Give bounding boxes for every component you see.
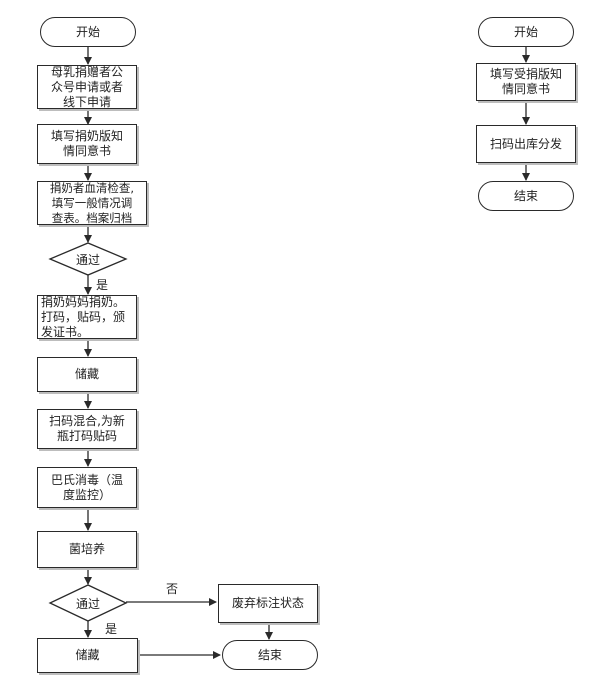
decision2-label: 通过 bbox=[75, 597, 100, 611]
left-step8-culture: 菌培养 bbox=[37, 531, 137, 568]
left-step2-consent-form: 填写捐奶版知 情同意书 bbox=[37, 124, 137, 164]
left-step6-scan-mix: 扫码混合,为新 瓶打码贴码 bbox=[37, 409, 137, 449]
decision2-diamond bbox=[48, 584, 128, 622]
left-start-terminal: 开始 bbox=[40, 17, 136, 47]
right-step1-consent-form: 填写受捐版知 情同意书 bbox=[476, 63, 576, 101]
left-step4-donate: 捐奶妈妈捐奶。 打码，贴码，颁 发证书。 bbox=[37, 295, 137, 339]
left-step3-serum-check: 捐奶者血清检查, 填写一般情况调 查表。档案归档 bbox=[37, 181, 147, 225]
decision1-diamond bbox=[48, 242, 128, 276]
right-start-terminal: 开始 bbox=[478, 17, 574, 47]
decision2-yes-label: 是 bbox=[105, 622, 118, 636]
left-end-terminal: 结束 bbox=[222, 640, 318, 670]
right-end-terminal: 结束 bbox=[478, 181, 574, 211]
left-step1-apply: 母乳捐赠者公 众号申请或者 线下申请 bbox=[37, 65, 137, 109]
left-discard-status: 废弃标注状态 bbox=[218, 584, 318, 623]
decision1-label: 通过 bbox=[75, 253, 100, 267]
left-step9-storage: 储藏 bbox=[37, 638, 138, 673]
left-step7-pasteurize: 巴氏消毒（温 度监控） bbox=[37, 467, 137, 508]
right-step2-dispatch: 扫码出库分发 bbox=[476, 125, 576, 163]
decision1-yes-label: 是 bbox=[96, 278, 109, 292]
left-step5-storage: 储藏 bbox=[37, 357, 137, 392]
decision2-no-label: 否 bbox=[166, 582, 179, 596]
